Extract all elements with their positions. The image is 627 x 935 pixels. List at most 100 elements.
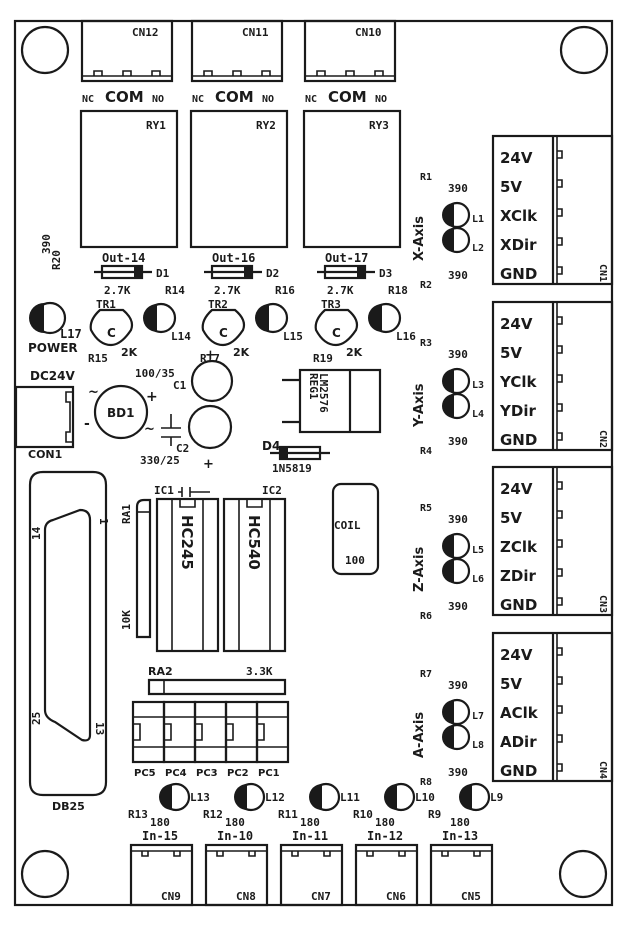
relay-connector-cn10 <box>303 19 397 83</box>
power-led-label: POWER <box>28 341 78 355</box>
input-label: In-11 <box>292 829 328 843</box>
led-bottom-id: L2 <box>472 243 484 254</box>
r20-id: R20 <box>50 250 63 270</box>
pin-label-xdir: XDir <box>500 236 537 254</box>
input-connector-id: CN8 <box>236 890 256 903</box>
bridge-rectifier <box>93 384 149 440</box>
axis-label: X-Axis <box>412 216 427 261</box>
input-led-id: L9 <box>490 791 503 804</box>
db25-pin-1: 1 <box>97 518 110 525</box>
pin-label-24v: 24V <box>500 480 533 498</box>
pc-header-label: PC1 <box>258 768 280 779</box>
pc-header-pin-pc5: PC5 <box>131 700 166 779</box>
input-led-id: L12 <box>265 791 285 804</box>
con1-connector <box>14 385 75 449</box>
c2-capacitor <box>187 404 233 450</box>
c1-plus: + <box>205 348 216 363</box>
input-label: In-13 <box>442 829 478 843</box>
pin-label-5v: 5V <box>500 178 522 196</box>
axis-connector-id: CN2 <box>597 430 608 448</box>
coil-inductor <box>331 482 380 576</box>
transistor-resistor-value: 2K <box>346 346 363 359</box>
ra2-value: 3.3K <box>246 665 273 678</box>
resistor-value: 2.7K <box>214 284 241 297</box>
db25-pin-25: 25 <box>30 712 43 725</box>
input-connector-cn9 <box>129 843 194 907</box>
input-connector-id: CN6 <box>386 890 406 903</box>
ic1-chip <box>155 497 220 653</box>
pc-header-label: PC5 <box>134 768 156 779</box>
pin-label-gnd: GND <box>500 596 537 614</box>
input-resistor-id: R12 <box>203 808 223 821</box>
ra1-resistor-array <box>135 498 152 639</box>
led-bottom-id: L8 <box>472 740 484 751</box>
pin-nc-label: NC <box>82 94 94 105</box>
input-connector-cn8 <box>204 843 269 907</box>
ic2-part: HC540 <box>245 515 263 570</box>
mounting-hole-top-right <box>559 25 609 75</box>
pin-label-gnd: GND <box>500 265 537 283</box>
input-resistor-id: R13 <box>128 808 148 821</box>
c2-plus: + <box>203 457 214 472</box>
pin-nc-label: NC <box>305 94 317 105</box>
relay-connector-id: CN10 <box>355 26 382 39</box>
pin-label-zclk: ZClk <box>500 538 538 556</box>
power-led-id: L17 <box>60 327 82 341</box>
pc-header-label: PC4 <box>165 768 187 779</box>
input-resistor-value: 180 <box>225 816 245 829</box>
pin-label-adir: ADir <box>500 733 537 751</box>
transistor-id: TR3 <box>321 298 341 311</box>
transistor-id: TR2 <box>208 298 228 311</box>
resistor-top-id: R3 <box>420 338 432 349</box>
resistor-top-value: 390 <box>448 513 468 526</box>
axis-connector-id: CN3 <box>597 595 608 613</box>
led-id: L16 <box>396 330 416 343</box>
pin-label-aclk: AClk <box>500 704 539 722</box>
input-connector-cn6 <box>354 843 419 907</box>
axis-label: A-Axis <box>412 712 427 758</box>
con1-label: CON1 <box>28 448 62 461</box>
input-resistor-id: R11 <box>278 808 298 821</box>
pin-label-5v: 5V <box>500 675 522 693</box>
pin-label-gnd: GND <box>500 431 537 449</box>
resistor-bottom-id: R6 <box>420 611 432 622</box>
r20-label-group: R20 390 <box>40 234 63 270</box>
ra2-resistor-array <box>147 678 287 696</box>
led-top-id: L5 <box>472 545 484 556</box>
pin-label-zdir: ZDir <box>500 567 536 585</box>
input-resistor-value: 180 <box>450 816 470 829</box>
transistor-resistor-id: R19 <box>313 352 333 365</box>
ic1-id: IC1 <box>154 484 174 497</box>
transistor-resistor-id: R15 <box>88 352 108 365</box>
input-connector-id: CN7 <box>311 890 331 903</box>
bridge-ac-bottom: ~ <box>144 422 155 437</box>
coil-label: COIL <box>334 519 361 532</box>
ic2-chip <box>222 497 287 653</box>
transistor-resistor-value: 2K <box>233 346 250 359</box>
axis-connector-id: CN4 <box>597 761 608 779</box>
resistor-bottom-value: 390 <box>448 269 468 282</box>
output-label: Out-14 <box>102 251 145 265</box>
resistor-top-value: 390 <box>448 348 468 361</box>
resistor-top-id: R5 <box>420 503 432 514</box>
pin-com-label: COM <box>215 88 254 106</box>
regulator-body <box>298 368 382 434</box>
relay-id: RY2 <box>256 119 276 132</box>
pc-header-pin-pc3: PC3 <box>193 700 228 779</box>
pin-nc-label: NC <box>192 94 204 105</box>
pc-header-pin-pc4: PC4 <box>162 700 197 779</box>
mounting-hole-bottom-left <box>20 849 70 899</box>
bridge-plus: + <box>146 389 158 405</box>
pin-no-label: NO <box>375 94 387 105</box>
ic1-decoupling-cap <box>178 487 210 497</box>
diode-id: D3 <box>379 267 392 280</box>
input-resistor-id: R10 <box>353 808 373 821</box>
pc-header-label: PC3 <box>196 768 218 779</box>
power-led: L17 POWER <box>28 301 82 355</box>
